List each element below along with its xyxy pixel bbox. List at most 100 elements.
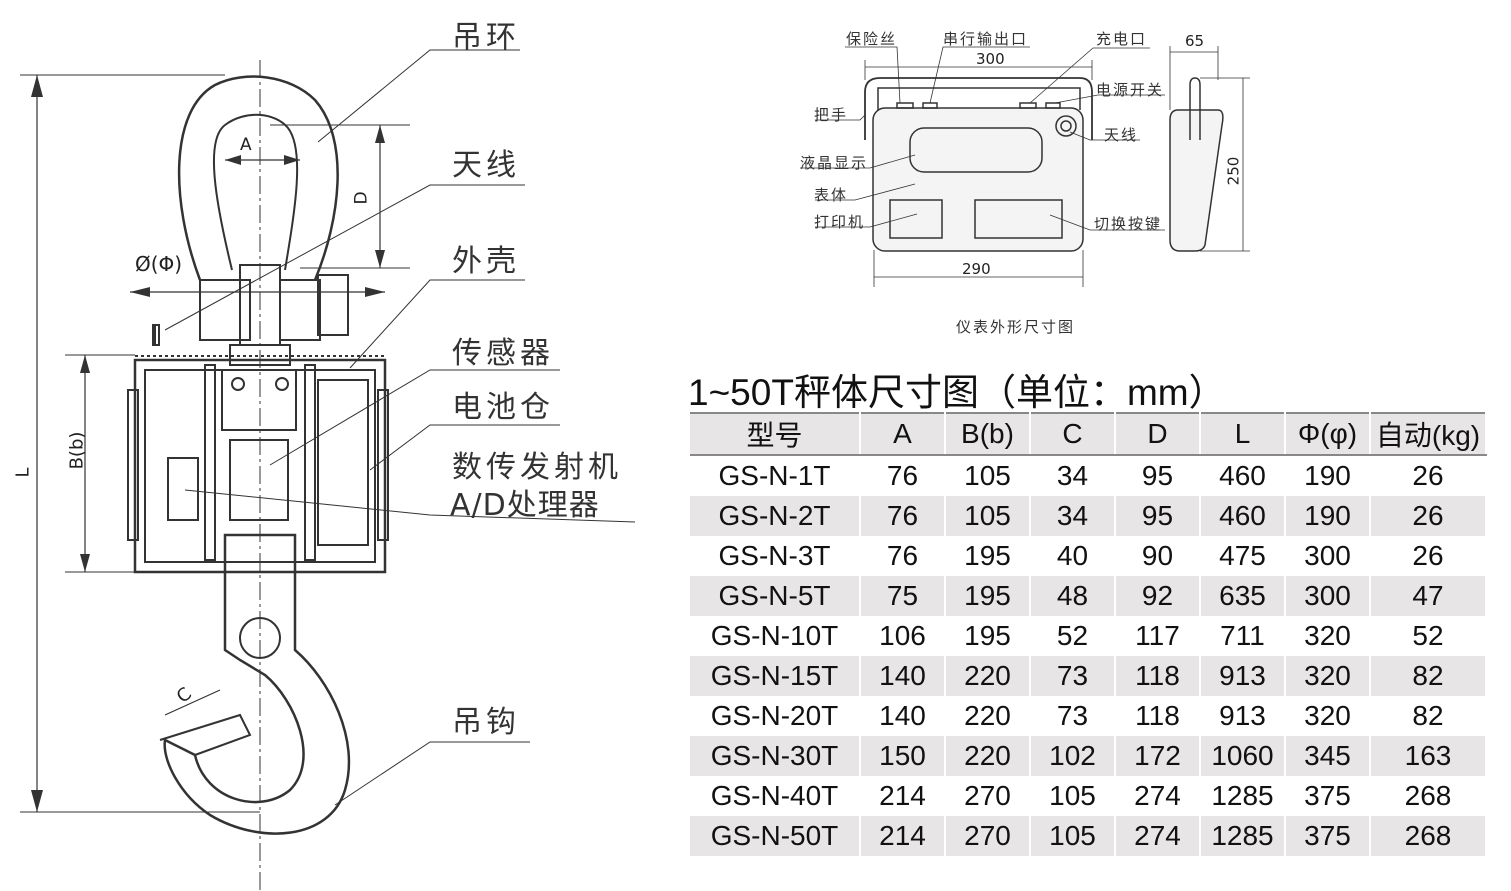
table-cell: 76 [860,496,946,536]
table-cell: 220 [945,736,1031,776]
table-cell: 345 [1285,736,1371,776]
label-ad-processor: A/D处理器 [450,488,600,523]
table-cell: 52 [1370,616,1487,656]
table-cell: 711 [1200,616,1286,656]
table-cell: 172 [1115,736,1201,776]
table-cell: 214 [860,816,946,856]
table-cell: 105 [945,455,1031,496]
table-cell: 375 [1285,776,1371,816]
table-cell: 475 [1200,536,1286,576]
header-cell: 自动(kg) [1370,412,1487,456]
dim-L: L [12,467,34,478]
table-cell: 1060 [1200,736,1286,776]
label-power: 电源开关 [1096,81,1165,99]
table-cell: GS-N-20T [690,696,861,736]
table-cell: 300 [1285,536,1371,576]
table-cell: 118 [1115,696,1201,736]
label-charge: 充电口 [1096,30,1148,48]
table-cell: 95 [1115,455,1201,496]
table-cell: 105 [1030,816,1116,856]
table-cell: 320 [1285,616,1371,656]
table-cell: 95 [1115,496,1201,536]
table-cell: 76 [860,455,946,496]
label-ring: 吊环 [452,20,520,55]
table-cell: 190 [1285,496,1371,536]
label-antenna: 天线 [452,148,520,183]
table-cell: 1285 [1200,776,1286,816]
table-cell: 117 [1115,616,1201,656]
label-body: 表体 [814,186,849,204]
table-cell: GS-N-1T [690,455,861,496]
table-cell: 150 [860,736,946,776]
table-cell: 92 [1115,576,1201,616]
table-cell: 73 [1030,696,1116,736]
table-cell: GS-N-40T [690,776,861,816]
table-cell: 40 [1030,536,1116,576]
table-cell: 34 [1030,455,1116,496]
dim-height: 250 [1224,156,1243,186]
dim-depth: 65 [1185,32,1205,50]
header-cell: A [860,412,946,456]
table-title: 1~50T秤体尺寸图（单位：mm） [688,372,1226,413]
table-cell: GS-N-50T [690,816,861,856]
instrument-caption: 仪表外形尺寸图 [956,318,1076,336]
table-cell: 26 [1370,455,1487,496]
table-cell: 76 [860,536,946,576]
dim-B: B(b) [66,431,88,470]
label-transmitter: 数传发射机 [452,450,622,485]
table-cell: 26 [1370,496,1487,536]
label-hook: 吊钩 [452,705,520,740]
table-cell: 270 [945,816,1031,856]
table-cell: GS-N-10T [690,616,861,656]
table-cell: 105 [1030,776,1116,816]
table-cell: 375 [1285,816,1371,856]
table-cell: 90 [1115,536,1201,576]
table-cell: 106 [860,616,946,656]
dim-A: A [240,135,252,155]
table-cell: 48 [1030,576,1116,616]
table-cell: 75 [860,576,946,616]
table-cell: 268 [1370,816,1487,856]
table-cell: 220 [945,696,1031,736]
table-cell: 73 [1030,656,1116,696]
label-antenna-inst: 天线 [1104,126,1139,144]
table-cell: 140 [860,696,946,736]
table-cell: 320 [1285,656,1371,696]
label-serial: 串行输出口 [943,30,1029,48]
table-cell: 34 [1030,496,1116,536]
table-cell: 913 [1200,696,1286,736]
table-cell: 195 [945,616,1031,656]
header-cell: Φ(φ) [1285,412,1371,456]
table-cell: GS-N-30T [690,736,861,776]
table-cell: 118 [1115,656,1201,696]
table-cell: GS-N-5T [690,576,861,616]
table-cell: 105 [945,496,1031,536]
label-fuse: 保险丝 [846,30,898,48]
label-switch-keys: 切换按键 [1094,215,1163,233]
table-cell: 102 [1030,736,1116,776]
table-cell: 220 [945,656,1031,696]
header-cell: C [1030,412,1116,456]
header-cell: L [1200,412,1286,456]
table-cell: GS-N-15T [690,656,861,696]
table-cell: 300 [1285,576,1371,616]
label-sensor: 传感器 [452,336,554,371]
table-cell: 1285 [1200,816,1286,856]
table-cell: 320 [1285,696,1371,736]
dim-phi: Ø(Φ) [135,252,183,276]
table-cell: 82 [1370,656,1487,696]
table-cell: 195 [945,576,1031,616]
label-handle: 把手 [814,106,849,124]
table-cell: 82 [1370,696,1487,736]
label-shell: 外壳 [452,244,520,279]
